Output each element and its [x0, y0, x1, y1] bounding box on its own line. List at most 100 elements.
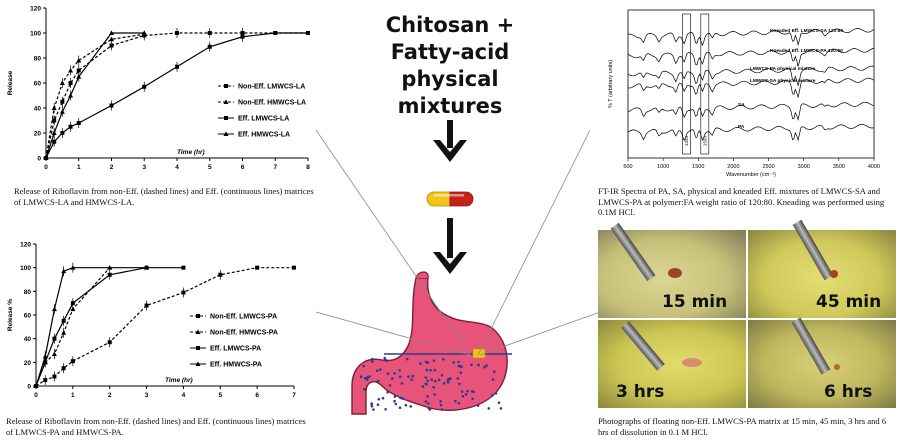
stomach-dot	[433, 368, 437, 372]
stomach-dot	[398, 406, 402, 410]
stomach-dot	[493, 370, 496, 374]
legend-label: Eff. HMWCS-PA	[210, 362, 262, 369]
stomach-dot	[366, 375, 370, 379]
stomach-dot	[376, 369, 379, 373]
stomach-dot	[433, 393, 436, 396]
x-tick-label: 2	[110, 164, 114, 171]
stomach-dot	[425, 368, 429, 372]
stomach-dot	[476, 404, 480, 407]
x-tick-label: 4	[182, 392, 186, 399]
legend-label: Non-Eff. LMWCS-PA	[210, 314, 277, 321]
stomach-dot	[409, 405, 412, 408]
photo-45min: 45 min	[748, 219, 896, 318]
spectrum-line	[627, 47, 875, 67]
stomach-dot	[386, 372, 390, 376]
stomach-dot	[398, 369, 401, 372]
forceps	[610, 222, 656, 282]
stomach-dot	[398, 375, 402, 379]
stomach-dot	[471, 397, 474, 401]
stomach-dot	[386, 390, 389, 394]
stomach-dot	[410, 378, 413, 382]
stomach-dot	[456, 377, 460, 380]
y-tick-label: 80	[34, 56, 42, 63]
stomach-dot	[421, 385, 425, 388]
stomach-dot	[424, 400, 428, 403]
x-tick-label: 5	[218, 392, 222, 399]
stomach-dot	[411, 374, 415, 378]
x-tick-label: 1000	[657, 164, 669, 170]
y-tick-label: 60	[34, 81, 42, 88]
y-tick-label: 100	[30, 31, 41, 38]
stomach-dot	[371, 360, 374, 363]
plot-frame	[627, 9, 875, 159]
forceps	[792, 219, 834, 281]
legend-label: Non-Eff. HMWCS-PA	[210, 330, 278, 337]
caption-top-left: Release of Riboflavin from non-Eff. (das…	[14, 186, 314, 207]
spectrum-label: LMWCS-PA physical mixture	[750, 66, 815, 72]
stomach-dot	[371, 357, 374, 361]
legend-marker	[224, 116, 228, 120]
data-point	[33, 383, 39, 388]
x-tick-label: 3000	[798, 164, 810, 170]
photo-label: 3 hrs	[616, 382, 665, 402]
matrix-sample	[834, 364, 840, 370]
stomach-icon	[351, 271, 512, 415]
stomach-dot	[426, 379, 429, 383]
y-tick-label: 60	[24, 313, 32, 320]
y-tick-label: 0	[37, 156, 41, 163]
data-point	[109, 36, 114, 42]
stomach-dot	[439, 399, 442, 403]
stomach-dot	[448, 377, 452, 380]
stomach-dot	[424, 360, 428, 364]
y-tick-label: 20	[34, 131, 42, 138]
stomach-dot	[457, 401, 461, 405]
y-tick-label: 120	[30, 6, 41, 13]
stomach-dot	[460, 390, 464, 393]
stomach-dot	[434, 379, 437, 383]
x-tick-label: 500	[623, 164, 632, 170]
stomach-dot	[430, 378, 433, 381]
stomach-dot	[491, 378, 495, 381]
stomach-dot	[461, 395, 465, 398]
photo-label: 15 min	[662, 292, 728, 312]
data-point	[273, 31, 278, 35]
series-line	[35, 267, 147, 387]
stomach-dot	[388, 384, 392, 387]
x-tick-label: 7	[292, 392, 296, 399]
stomach-dot	[394, 402, 398, 406]
stomach-dot	[491, 394, 494, 397]
series-line	[45, 32, 308, 159]
legend-marker	[196, 314, 200, 318]
x-tick-label: 5	[208, 164, 212, 171]
y-tick-label: 120	[20, 242, 31, 249]
x-tick-label: 0	[44, 164, 48, 171]
x-tick-label: 3500	[833, 164, 845, 170]
y-tick-label: 100	[20, 265, 31, 272]
stomach-dot	[383, 356, 386, 360]
stomach-dot	[466, 389, 469, 393]
y-tick-label: 0	[27, 384, 31, 391]
stomach-dot	[494, 392, 498, 395]
stomach-dot	[424, 376, 428, 379]
capsule-icon	[426, 191, 474, 207]
forceps	[621, 321, 665, 371]
stomach-dot	[477, 363, 480, 367]
center-title: Chitosan + Fatty-acid physical mixtures	[350, 12, 550, 120]
spectrum-line	[627, 77, 875, 98]
stomach-dot	[459, 371, 463, 374]
data-point	[107, 265, 113, 270]
data-point	[70, 306, 76, 312]
x-tick-label: 0	[34, 392, 38, 399]
photo-6hrs: 6 hrs	[748, 317, 896, 408]
data-point	[306, 31, 310, 35]
stomach-dot	[400, 382, 404, 385]
photo-3hrs: 3 hrs	[598, 320, 746, 408]
data-point	[109, 30, 114, 35]
stomach-dot	[458, 382, 461, 386]
y-axis-label: Release	[7, 70, 14, 95]
stomach-dot	[384, 408, 387, 411]
stomach-dot	[391, 377, 394, 380]
